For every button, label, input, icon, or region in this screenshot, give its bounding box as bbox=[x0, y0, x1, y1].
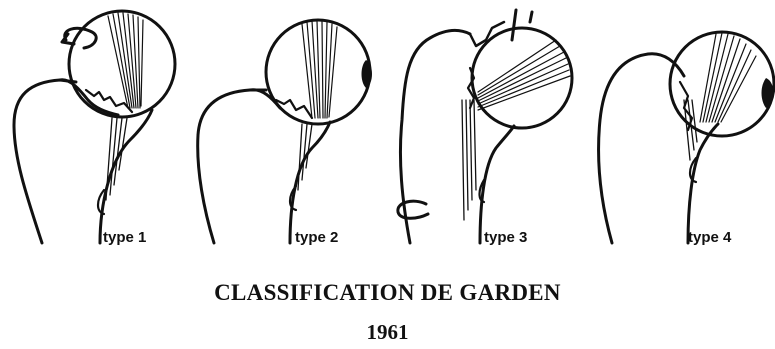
type-2-label: type 2 bbox=[295, 229, 338, 246]
caption-year: 1961 bbox=[0, 320, 775, 345]
panel-type-1-drawing bbox=[14, 11, 175, 243]
femur-outline-3-lateral bbox=[400, 31, 470, 243]
trabecular-lines-3 bbox=[478, 40, 570, 110]
head-marker-3 bbox=[512, 10, 516, 40]
trabecular-lines-4 bbox=[700, 33, 756, 122]
caption-title: CLASSIFICATION DE GARDEN bbox=[0, 280, 775, 306]
femur-outline-1-lateral bbox=[14, 80, 76, 243]
femur-outline-2-lateral bbox=[198, 90, 266, 243]
type-3-label: type 3 bbox=[484, 229, 527, 246]
trabecular-lines-1 bbox=[108, 13, 143, 108]
compression-trabeculae-1 bbox=[106, 118, 127, 200]
femur-outline-2-neck-top bbox=[250, 90, 280, 108]
rotation-arrow-3 bbox=[398, 201, 428, 218]
compression-trabeculae-3 bbox=[462, 100, 476, 220]
panel-type-4-drawing bbox=[599, 32, 775, 243]
femoral-head-3 bbox=[472, 28, 572, 128]
panel-type-2-drawing bbox=[198, 20, 372, 243]
trabecular-lines-2 bbox=[302, 21, 337, 118]
type-4-label: type 4 bbox=[688, 229, 731, 246]
type-1-label: type 1 bbox=[103, 229, 146, 246]
panel-type-3-drawing bbox=[398, 10, 572, 243]
femur-outline-3-medial bbox=[480, 126, 514, 243]
head-marker-3b bbox=[530, 12, 532, 22]
